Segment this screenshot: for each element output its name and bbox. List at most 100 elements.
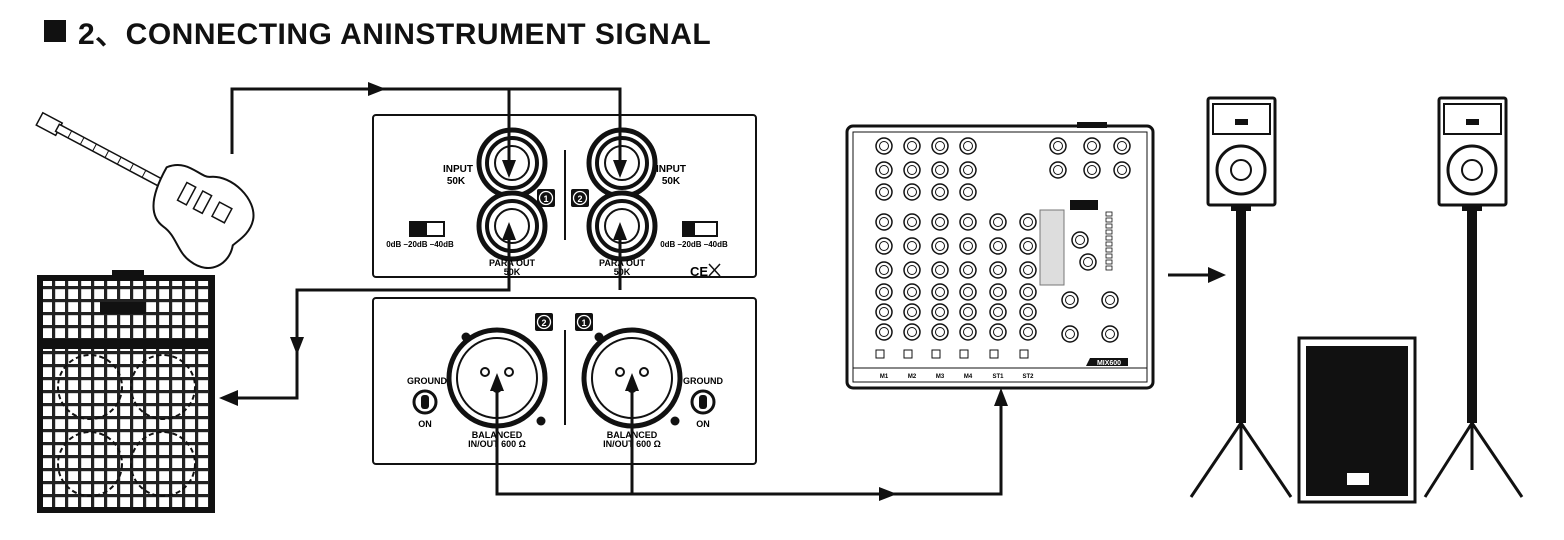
pad-label-right: 0dB –20dB –40dB bbox=[660, 240, 728, 249]
mixer-knob bbox=[989, 237, 1007, 255]
para-out-jack-2[interactable] bbox=[589, 193, 655, 259]
rear-channel-number-1: 1 bbox=[581, 318, 586, 328]
ground-on-label-right: ON bbox=[696, 419, 710, 429]
mixer-knob bbox=[875, 303, 893, 321]
latch-dot-right-lower bbox=[670, 416, 680, 426]
mixer-knob bbox=[903, 137, 921, 155]
title-bullet-square bbox=[44, 20, 66, 42]
arrow-left-icon bbox=[219, 390, 238, 406]
pa-speaker-icon-right bbox=[1423, 96, 1524, 498]
mixer-channel-labels: M1 M2 M3 M4 ST1 ST2 bbox=[880, 374, 1034, 380]
meter-segment bbox=[1105, 235, 1113, 241]
mixer-knob bbox=[931, 283, 949, 301]
input-impedance-right: 50K bbox=[662, 176, 681, 187]
input-label-left: INPUT bbox=[443, 164, 473, 175]
mixer-knob bbox=[875, 237, 893, 255]
mixer-knob bbox=[931, 137, 949, 155]
mixer-master-knob bbox=[1061, 291, 1079, 309]
level-meter bbox=[1105, 211, 1113, 271]
ground-label-right: GROUND bbox=[683, 376, 723, 386]
para-out-label-right: PARA OUT bbox=[599, 258, 646, 268]
mixer-channel-label: M3 bbox=[936, 374, 945, 380]
mixer-icon: M1 M2 M3 M4 ST1 ST2 MIX600 bbox=[845, 122, 1155, 390]
mixer-channel-label: M2 bbox=[908, 374, 917, 380]
mixer-master-knob bbox=[1061, 325, 1079, 343]
pa-speaker-icon-left bbox=[1189, 96, 1293, 498]
rear-channel-number-2: 2 bbox=[541, 318, 546, 328]
mixer-knob bbox=[903, 261, 921, 279]
mixer-knob bbox=[903, 237, 921, 255]
output-arrow-icon bbox=[1168, 267, 1226, 283]
mixer-knob bbox=[875, 283, 893, 301]
mixer-knob bbox=[931, 213, 949, 231]
page-title: 2、CONNECTING ANINSTRUMENT SIGNAL bbox=[44, 14, 711, 51]
mixer-knob bbox=[989, 283, 1007, 301]
mixer-channel-button bbox=[1019, 349, 1029, 359]
meter-segment bbox=[1105, 217, 1113, 223]
ground-label-left: GROUND bbox=[407, 376, 447, 386]
mixer-knob bbox=[1019, 323, 1037, 341]
pad-switch-left[interactable] bbox=[409, 221, 445, 237]
di-box-rear-panel: 2 1 GROUND ON GROUND ON BALANCED IN/OUT … bbox=[372, 297, 757, 465]
mixer-master-knob bbox=[1113, 137, 1131, 155]
ce-mark: CE bbox=[690, 264, 708, 279]
mixer-knob bbox=[989, 213, 1007, 231]
meter-segment bbox=[1105, 229, 1113, 235]
latch-dot-left bbox=[461, 332, 471, 342]
arrow-right-icon bbox=[879, 487, 897, 501]
pad-switch-right[interactable] bbox=[682, 221, 718, 237]
arrow-up-icon bbox=[994, 388, 1008, 406]
mixer-display-panel bbox=[1039, 209, 1065, 286]
channel-number-2: 2 bbox=[577, 194, 582, 204]
mixer-channel-button bbox=[875, 349, 885, 359]
mixer-knob bbox=[875, 137, 893, 155]
ground-switch-right[interactable] bbox=[690, 389, 716, 415]
mixer-knob bbox=[931, 323, 949, 341]
input-impedance-left: 50K bbox=[447, 176, 466, 187]
mixer-knob bbox=[875, 323, 893, 341]
mixer-knob bbox=[959, 283, 977, 301]
mixer-knob bbox=[989, 261, 1007, 279]
mixer-knob bbox=[875, 213, 893, 231]
mixer-channel-label: M1 bbox=[880, 374, 889, 380]
mixer-knob-grid bbox=[875, 137, 1131, 359]
mixer-knob bbox=[903, 183, 921, 201]
mixer-knob bbox=[903, 213, 921, 231]
guitar-amp-cabinet-icon bbox=[37, 270, 215, 513]
title-text: 2、CONNECTING ANINSTRUMENT SIGNAL bbox=[78, 18, 712, 51]
mixer-channel-label: ST2 bbox=[1022, 374, 1034, 380]
weee-mark-icon bbox=[708, 263, 721, 277]
mixer-channel-button bbox=[989, 349, 999, 359]
mixer-knob bbox=[1019, 213, 1037, 231]
mixer-knob bbox=[989, 303, 1007, 321]
mixer-knob bbox=[959, 261, 977, 279]
mixer-usb-badge bbox=[1070, 200, 1098, 210]
mixer-knob bbox=[931, 183, 949, 201]
mixer-knob bbox=[959, 137, 977, 155]
meter-segment bbox=[1105, 211, 1113, 217]
mixer-master-knob bbox=[1071, 231, 1089, 249]
mixer-channel-label: M4 bbox=[964, 374, 973, 380]
mixer-knob bbox=[959, 303, 977, 321]
latch-dot-left-lower bbox=[536, 416, 546, 426]
para-out-label-left: PARA OUT bbox=[489, 258, 536, 268]
mixer-knob bbox=[959, 213, 977, 231]
mixer-master-knob bbox=[1083, 137, 1101, 155]
mixer-knob bbox=[903, 303, 921, 321]
subwoofer-icon bbox=[1297, 336, 1417, 504]
mixer-master-knob bbox=[1049, 161, 1067, 179]
para-out-jack-1[interactable] bbox=[479, 193, 545, 259]
mixer-channel-button bbox=[931, 349, 941, 359]
mixer-knob bbox=[1019, 303, 1037, 321]
arrow-up-icon bbox=[613, 222, 627, 240]
ground-switch-left[interactable] bbox=[412, 389, 438, 415]
guitar-icon bbox=[35, 111, 255, 269]
meter-segment bbox=[1105, 259, 1113, 265]
mixer-model-label: MIX600 bbox=[1097, 360, 1121, 367]
di-box-front-panel: INPUT 50K INPUT 50K PARA OUT 50K PARA OU… bbox=[372, 114, 757, 279]
mixer-knob bbox=[875, 183, 893, 201]
mixer-knob bbox=[875, 261, 893, 279]
mixer-channel-label: ST1 bbox=[992, 374, 1004, 380]
mixer-knob bbox=[875, 161, 893, 179]
